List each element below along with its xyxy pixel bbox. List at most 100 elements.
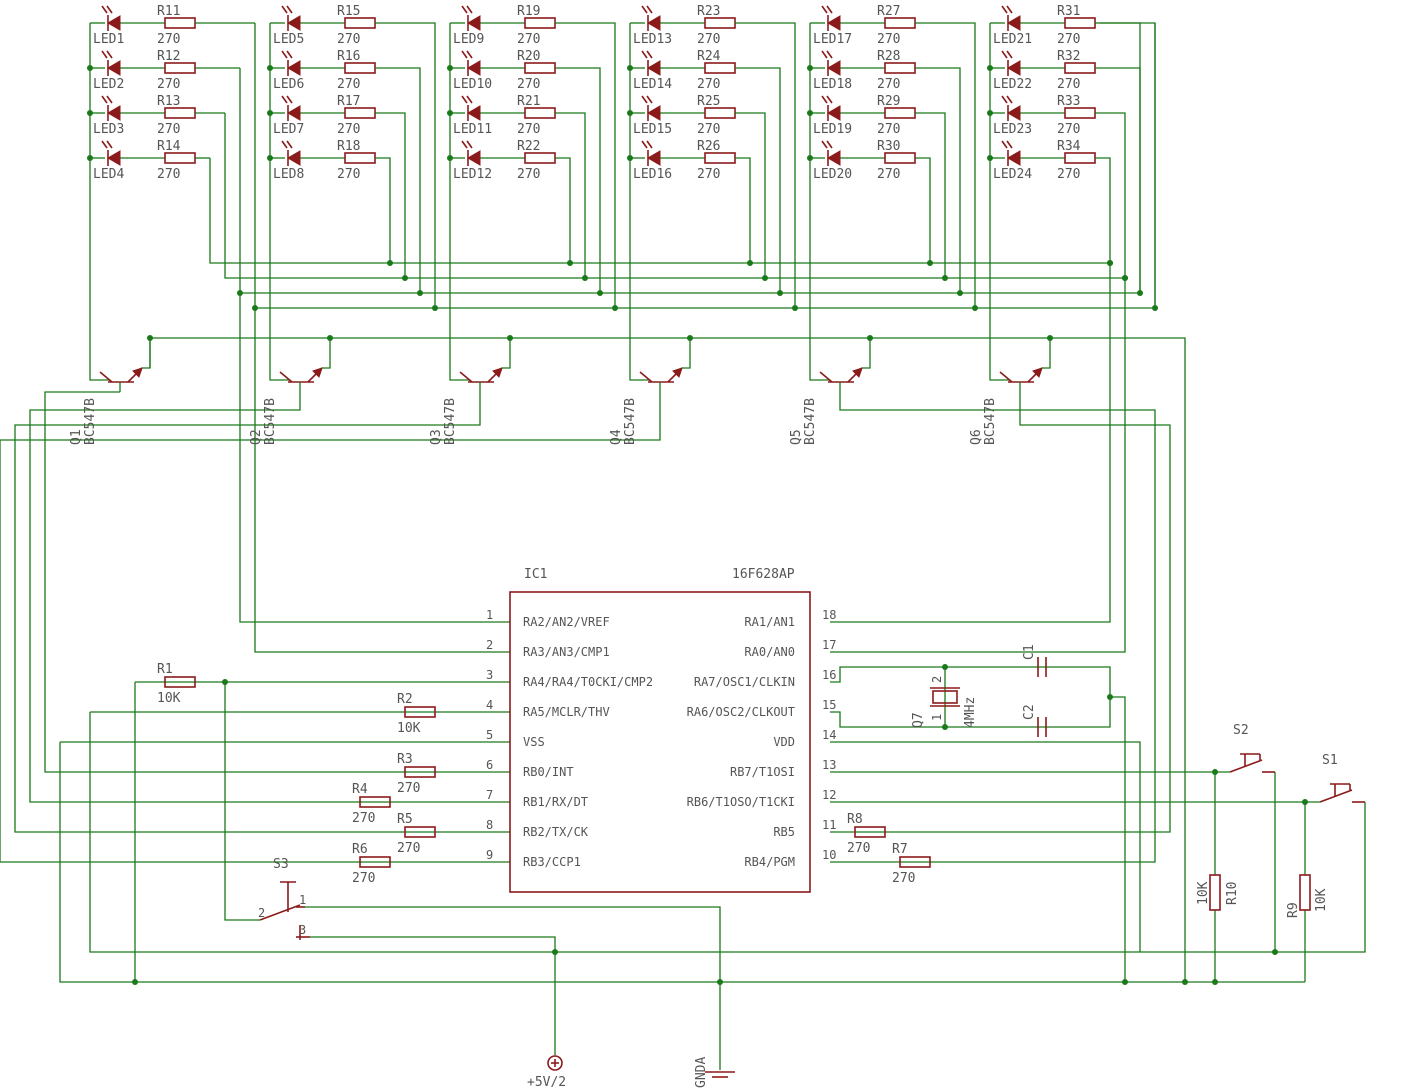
s1-symbol (1319, 783, 1365, 803)
r6-body (359, 856, 391, 868)
row-exit-wire (375, 157, 391, 263)
r4-value: 270 (352, 811, 375, 826)
ic-pin-label: RA5/MCLR/THV (523, 705, 610, 719)
row-exit-wire (555, 22, 616, 308)
transistor-emitter-lead (682, 338, 691, 369)
ic-pin-number: 16 (822, 668, 836, 682)
part-labels: IC1 16F628AP R1 10K R2 10K R3 270 R4 270… (157, 567, 1338, 1090)
led-triangle (287, 15, 301, 31)
transistor-name: Q5 (789, 429, 804, 445)
gnd-symbol (705, 1071, 735, 1078)
led-triangle (287, 60, 301, 76)
led-rays-icon (101, 95, 113, 104)
led-label: LED3 (93, 122, 124, 137)
ic-pin-label: RB0/INT (523, 765, 574, 779)
led-label: LED15 (633, 122, 672, 137)
led-label: LED6 (273, 77, 304, 92)
led-triangle (467, 60, 481, 76)
led-group-4: LED13R23270LED14R24270LED15R25270LED16R2… (629, 4, 796, 381)
row-resistor (884, 62, 916, 74)
r9-body (1299, 874, 1311, 911)
junction-dot (252, 305, 258, 311)
transistor-arrow-icon (492, 367, 503, 378)
junction-dot (777, 290, 783, 296)
row-resistor (164, 107, 196, 119)
ic-pin-label: RA3/AN3/CMP1 (523, 645, 610, 659)
r1-body (164, 676, 196, 688)
led-label: LED4 (93, 167, 124, 182)
ic-pin-label: RB1/RX/DT (523, 795, 588, 809)
junction-dot (807, 155, 813, 161)
led-rays-icon (461, 50, 473, 59)
r5-value: 270 (397, 841, 420, 856)
led-rays-icon (101, 5, 113, 14)
led-label: LED22 (993, 77, 1032, 92)
transistor-type: BC547B (443, 398, 458, 445)
ic-pin-label: RA7/OSC1/CLKIN (694, 675, 795, 689)
led-label: LED23 (993, 122, 1032, 137)
r6-value: 270 (352, 871, 375, 886)
row-resistor-value: 270 (697, 77, 720, 92)
row-resistor-name: R30 (877, 139, 900, 154)
row-resistor-name: R32 (1057, 49, 1080, 64)
junction-dot (627, 155, 633, 161)
row-resistor-name: R34 (1057, 139, 1081, 154)
led-label: LED20 (813, 167, 852, 182)
ic-pin-number: 9 (486, 848, 493, 862)
row-resistor-name: R20 (517, 49, 540, 64)
junction-dot (942, 275, 948, 281)
junction-dot (1122, 979, 1128, 985)
junction-dot (717, 979, 723, 985)
row-exit-wire (1095, 67, 1141, 293)
row-exit-wire (735, 112, 766, 278)
transistor-collector (819, 371, 833, 383)
r5-body (404, 826, 436, 838)
s3-pin2: 2 (258, 906, 265, 920)
junction-dot (267, 155, 273, 161)
r10-value: 10K (1196, 881, 1211, 905)
junction-dot (987, 65, 993, 71)
led-rays-icon (821, 95, 833, 104)
junction-dot (432, 305, 438, 311)
row-resistor-name: R33 (1057, 94, 1080, 109)
c2-name: C2 (1022, 704, 1037, 720)
r3-value: 270 (397, 781, 420, 796)
row-resistor-value: 270 (877, 167, 900, 182)
r7-value: 270 (892, 871, 915, 886)
row-exit-wire (735, 67, 781, 293)
row-resistor-name: R29 (877, 94, 900, 109)
row-resistor-value: 270 (1057, 32, 1080, 47)
transistor-name: Q1 (69, 429, 84, 445)
ic-pin-number: 13 (822, 758, 836, 772)
junction-dot (807, 65, 813, 71)
row-exit-wire (915, 67, 961, 293)
row-resistor (884, 152, 916, 164)
row-resistor-value: 270 (337, 167, 360, 182)
row-resistor (1064, 107, 1096, 119)
r6-name: R6 (352, 842, 368, 857)
led-rays-icon (281, 50, 293, 59)
junction-dot (747, 260, 753, 266)
led-label: LED5 (273, 32, 304, 47)
led-triangle (467, 150, 481, 166)
led-label: LED24 (993, 167, 1032, 182)
c1-symbol (1037, 657, 1047, 677)
led-triangle (647, 105, 661, 121)
junction-dot (87, 155, 93, 161)
row-resistor (1064, 152, 1096, 164)
row-exit-wire (915, 22, 976, 308)
fixed-wiring (0, 22, 1366, 1070)
ic-part: 16F628AP (732, 567, 795, 582)
junction-dot (762, 275, 768, 281)
transistor-arrow-icon (852, 367, 863, 378)
led-triangle (827, 150, 841, 166)
junction-dot (942, 664, 948, 670)
